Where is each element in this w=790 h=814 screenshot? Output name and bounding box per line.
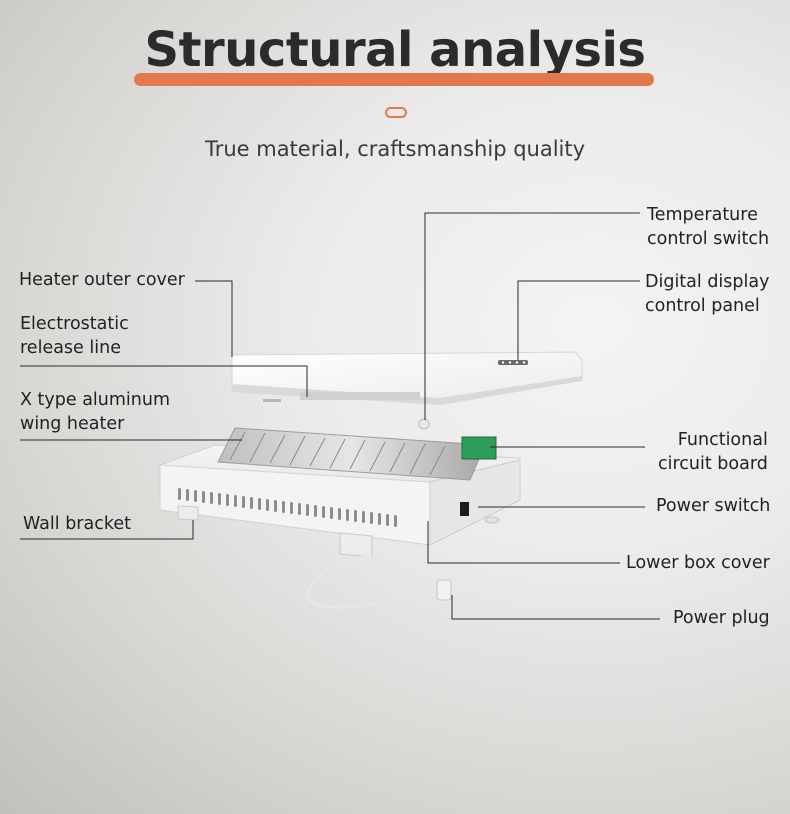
label-aluminum-wing-heater: X type aluminum wing heater [20, 390, 171, 434]
label-power-switch: Power switch [656, 496, 771, 516]
label-lower-box-cover: Lower box cover [626, 553, 770, 573]
power-plug-icon [436, 579, 452, 601]
label-power-plug: Power plug [673, 608, 770, 628]
label-digital-display: Digital display control panel [645, 272, 770, 316]
label-heater-outer-cover: Heater outer cover [19, 270, 185, 290]
power-switch-icon [460, 502, 469, 516]
label-temperature-control-switch: Temperature control switch [647, 205, 770, 249]
title-underline [134, 73, 654, 86]
label-wall-bracket: Wall bracket [23, 514, 131, 534]
label-electrostatic-release-line: Electrostatic release line [20, 314, 129, 358]
subtitle: True material, craftsmanship quality [204, 137, 586, 161]
page-title: Structural analysis [144, 22, 646, 78]
leader-lines [20, 212, 660, 620]
decorative-pill-icon [385, 107, 407, 118]
circuit-board-shape [461, 436, 497, 460]
power-cord-shape [306, 554, 446, 609]
wall-bracket-shape [177, 505, 199, 521]
display-panel-icon [498, 360, 528, 365]
label-functional-circuit-board: Functional circuit board [658, 430, 768, 474]
heater-outer-cover-shape [231, 351, 583, 430]
aluminum-heater-shape [217, 427, 497, 481]
